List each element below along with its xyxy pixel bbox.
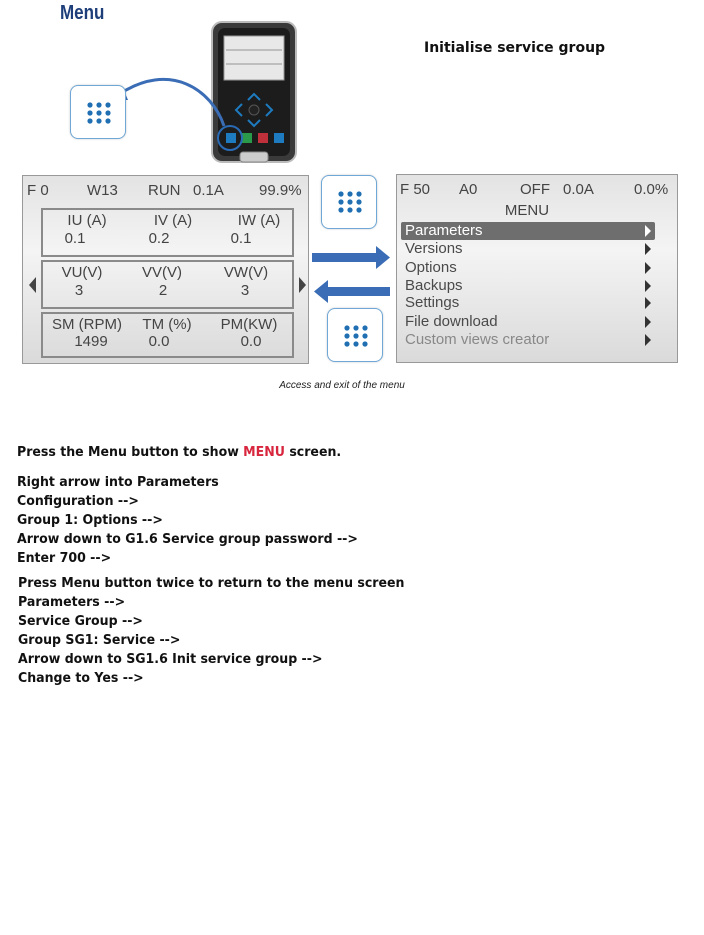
cell-label: TM (%) bbox=[142, 316, 192, 333]
instruction-line: Change to Yes --> bbox=[18, 670, 144, 686]
cell-label: VW(V) bbox=[223, 264, 269, 281]
menu-item-label: Versions bbox=[405, 240, 463, 257]
menu-item-backups[interactable]: Backups bbox=[401, 277, 655, 295]
menu-item-label: Backups bbox=[405, 277, 463, 294]
caption-text: Access and exit of the menu bbox=[279, 380, 405, 391]
menu-button-enter[interactable] bbox=[321, 175, 377, 229]
menu-screen-title: MENU bbox=[504, 202, 550, 219]
cell-value: 0.2 bbox=[148, 230, 170, 247]
menu-key-highlight bbox=[217, 125, 243, 151]
chevron-right-icon bbox=[645, 262, 651, 274]
menu-item-options[interactable]: Options bbox=[401, 259, 655, 277]
cell-label: PM(KW) bbox=[220, 316, 278, 333]
instruction-line: Arrow down to G1.6 Service group passwor… bbox=[17, 531, 358, 547]
keypad-start-key bbox=[242, 133, 252, 143]
dpad-icon bbox=[234, 92, 274, 128]
cell-label: SM (RPM) bbox=[52, 316, 122, 333]
monitor-screen: F 0 W13 RUN 0.1A 99.9% IU (A) IV (A) IW … bbox=[22, 175, 309, 364]
menu-button-exit[interactable] bbox=[327, 308, 383, 362]
menu-item-label: Parameters bbox=[405, 222, 483, 239]
menu-button-top[interactable] bbox=[70, 85, 126, 139]
cell-label: IU (A) bbox=[67, 212, 107, 229]
status-percent: 0.0% bbox=[634, 181, 669, 198]
chevron-right-icon bbox=[645, 334, 651, 346]
instruction-line: Press Menu button twice to return to the… bbox=[18, 575, 405, 591]
cell-value: 0.1 bbox=[64, 230, 86, 247]
keypad-stop-key bbox=[258, 133, 268, 143]
keypad-other-key bbox=[274, 133, 284, 143]
menu-item-versions[interactable]: Versions bbox=[401, 240, 655, 258]
menu-item-parameters[interactable]: Parameters bbox=[401, 222, 655, 240]
grid-icon bbox=[344, 325, 368, 347]
menu-item-settings[interactable]: Settings bbox=[401, 294, 655, 312]
cell-label: IW (A) bbox=[237, 212, 281, 229]
figure-caption: Access and exit of the menu bbox=[0, 380, 704, 391]
keypad-connector bbox=[239, 151, 269, 163]
status-percent: 99.9% bbox=[259, 182, 302, 199]
menu-item-custom-views[interactable]: Custom views creator bbox=[401, 331, 655, 349]
chevron-right-icon bbox=[645, 280, 651, 292]
menu-highlight: MENU bbox=[243, 444, 285, 460]
chevron-right-icon bbox=[645, 225, 651, 237]
status-current: 0.1A bbox=[193, 182, 224, 199]
section-heading: Initialise service group bbox=[424, 40, 606, 56]
curved-arrow bbox=[117, 77, 226, 127]
chevron-right-icon bbox=[645, 297, 651, 309]
cell-value: 3 bbox=[240, 282, 250, 299]
status-fault: F 0 bbox=[27, 182, 49, 199]
intro-text: Press the Menu button to show bbox=[17, 444, 244, 460]
arrow-right-block-icon bbox=[312, 246, 390, 269]
status-warning: A0 bbox=[459, 181, 478, 198]
group-motor bbox=[41, 312, 294, 358]
grid-icon bbox=[87, 102, 111, 124]
menu-item-label: File download bbox=[405, 313, 498, 330]
menu-item-label: Options bbox=[405, 259, 457, 276]
status-fault: F 50 bbox=[400, 181, 431, 198]
menu-item-label: Custom views creator bbox=[405, 331, 550, 348]
menu-item-file-download[interactable]: File download bbox=[401, 313, 655, 331]
cell-value: 0.0 bbox=[240, 333, 262, 350]
instruction-line: Configuration --> bbox=[17, 493, 139, 509]
arrow-right-icon[interactable] bbox=[297, 276, 307, 294]
instruction-line: Enter 700 --> bbox=[17, 550, 112, 566]
dpad-center-icon bbox=[248, 104, 260, 116]
cell-label: VU(V) bbox=[61, 264, 103, 281]
status-state: OFF bbox=[520, 181, 550, 198]
cell-value: 2 bbox=[158, 282, 168, 299]
cell-value: 1499 bbox=[74, 333, 108, 350]
keypad-menu-key bbox=[226, 133, 236, 143]
status-current: 0.0A bbox=[563, 181, 594, 198]
cell-value: 3 bbox=[74, 282, 84, 299]
intro-text-end: screen. bbox=[284, 444, 342, 460]
instruction-line: Parameters --> bbox=[18, 594, 126, 610]
page-title: Menu bbox=[60, 2, 105, 24]
keypad-illustration bbox=[112, 21, 297, 163]
arrow-left-icon[interactable] bbox=[28, 276, 38, 294]
group-currents bbox=[41, 208, 294, 257]
transition-arrows bbox=[312, 246, 390, 303]
instruction-line: Group SG1: Service --> bbox=[18, 632, 181, 648]
status-warning: W13 bbox=[87, 182, 118, 199]
menu-screen: F 50 A0 OFF 0.0A 0.0% MENU Parameters Ve… bbox=[396, 174, 678, 363]
instruction-line: Service Group --> bbox=[18, 613, 143, 629]
instruction-line: Right arrow into Parameters bbox=[17, 474, 219, 490]
cell-value: 0.0 bbox=[148, 333, 170, 350]
keypad-display bbox=[223, 35, 285, 81]
grid-icon bbox=[338, 191, 362, 213]
cell-value: 0.1 bbox=[230, 230, 252, 247]
instruction-line: Arrow down to SG1.6 Init service group -… bbox=[18, 651, 323, 667]
arrow-left-block-icon bbox=[314, 280, 390, 303]
instruction-intro: Press the Menu button to show MENU scree… bbox=[17, 444, 341, 460]
chevron-right-icon bbox=[645, 243, 651, 255]
menu-item-label: Settings bbox=[405, 294, 460, 311]
status-state: RUN bbox=[148, 182, 181, 199]
cell-label: VV(V) bbox=[141, 264, 182, 281]
cell-label: IV (A) bbox=[153, 212, 193, 229]
instruction-line: Group 1: Options --> bbox=[17, 512, 163, 528]
chevron-right-icon bbox=[645, 316, 651, 328]
group-voltages bbox=[41, 260, 294, 309]
